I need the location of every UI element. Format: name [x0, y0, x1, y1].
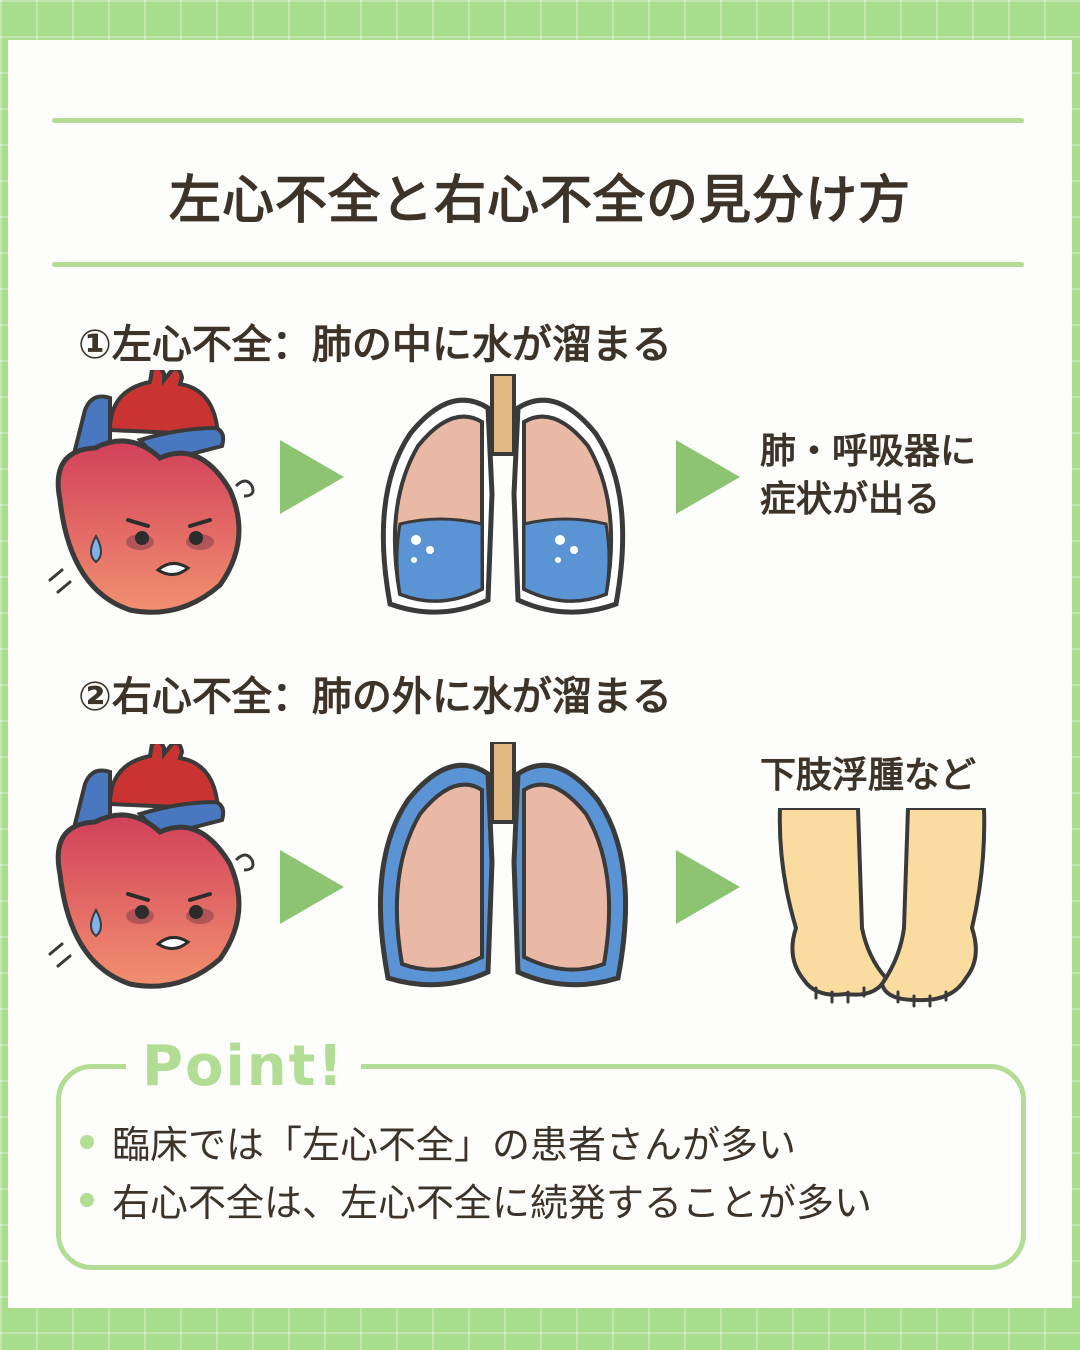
- lungs-icon: [380, 374, 626, 615]
- result-note-respiratory: 肺・呼吸器に 症状が出る: [760, 428, 976, 524]
- triangle-arrow-icon: [280, 440, 344, 514]
- result-note-edema: 下肢浮腫など: [760, 752, 976, 800]
- point-bullet: 臨床では「左心不全」の患者さんが多い: [80, 1114, 796, 1169]
- lungs-icon: [377, 742, 629, 988]
- swollen-legs-icon: [777, 808, 987, 1008]
- section-heading-left-heart-failure: ①左心不全：肺の中に水が溜まる: [78, 322, 672, 368]
- sad-heart-icon: [48, 744, 255, 989]
- point-bullet-text: 右心不全は、左心不全に続発することが多い: [112, 1181, 873, 1225]
- triangle-arrow-icon: [676, 440, 740, 514]
- title-top-rule: [52, 118, 1024, 123]
- result-line: 肺・呼吸器に: [760, 431, 977, 472]
- triangle-arrow-icon: [280, 850, 344, 924]
- page-title: 左心不全と右心不全の見分け方: [168, 171, 911, 231]
- point-bullet: 右心不全は、左心不全に続発することが多い: [80, 1172, 872, 1227]
- result-line: 下肢浮腫など: [760, 755, 977, 796]
- bullet-dot-icon: [80, 1192, 94, 1207]
- point-label: Point!: [126, 1034, 361, 1099]
- sad-heart-icon: [48, 370, 255, 615]
- triangle-arrow-icon: [676, 850, 740, 924]
- result-line: 症状が出る: [760, 479, 941, 520]
- bullet-dot-icon: [80, 1134, 94, 1149]
- title-bottom-rule: [52, 262, 1024, 267]
- point-bullet-text: 臨床では「左心不全」の患者さんが多い: [112, 1123, 797, 1167]
- section-heading-right-heart-failure: ②右心不全：肺の外に水が溜まる: [78, 674, 672, 720]
